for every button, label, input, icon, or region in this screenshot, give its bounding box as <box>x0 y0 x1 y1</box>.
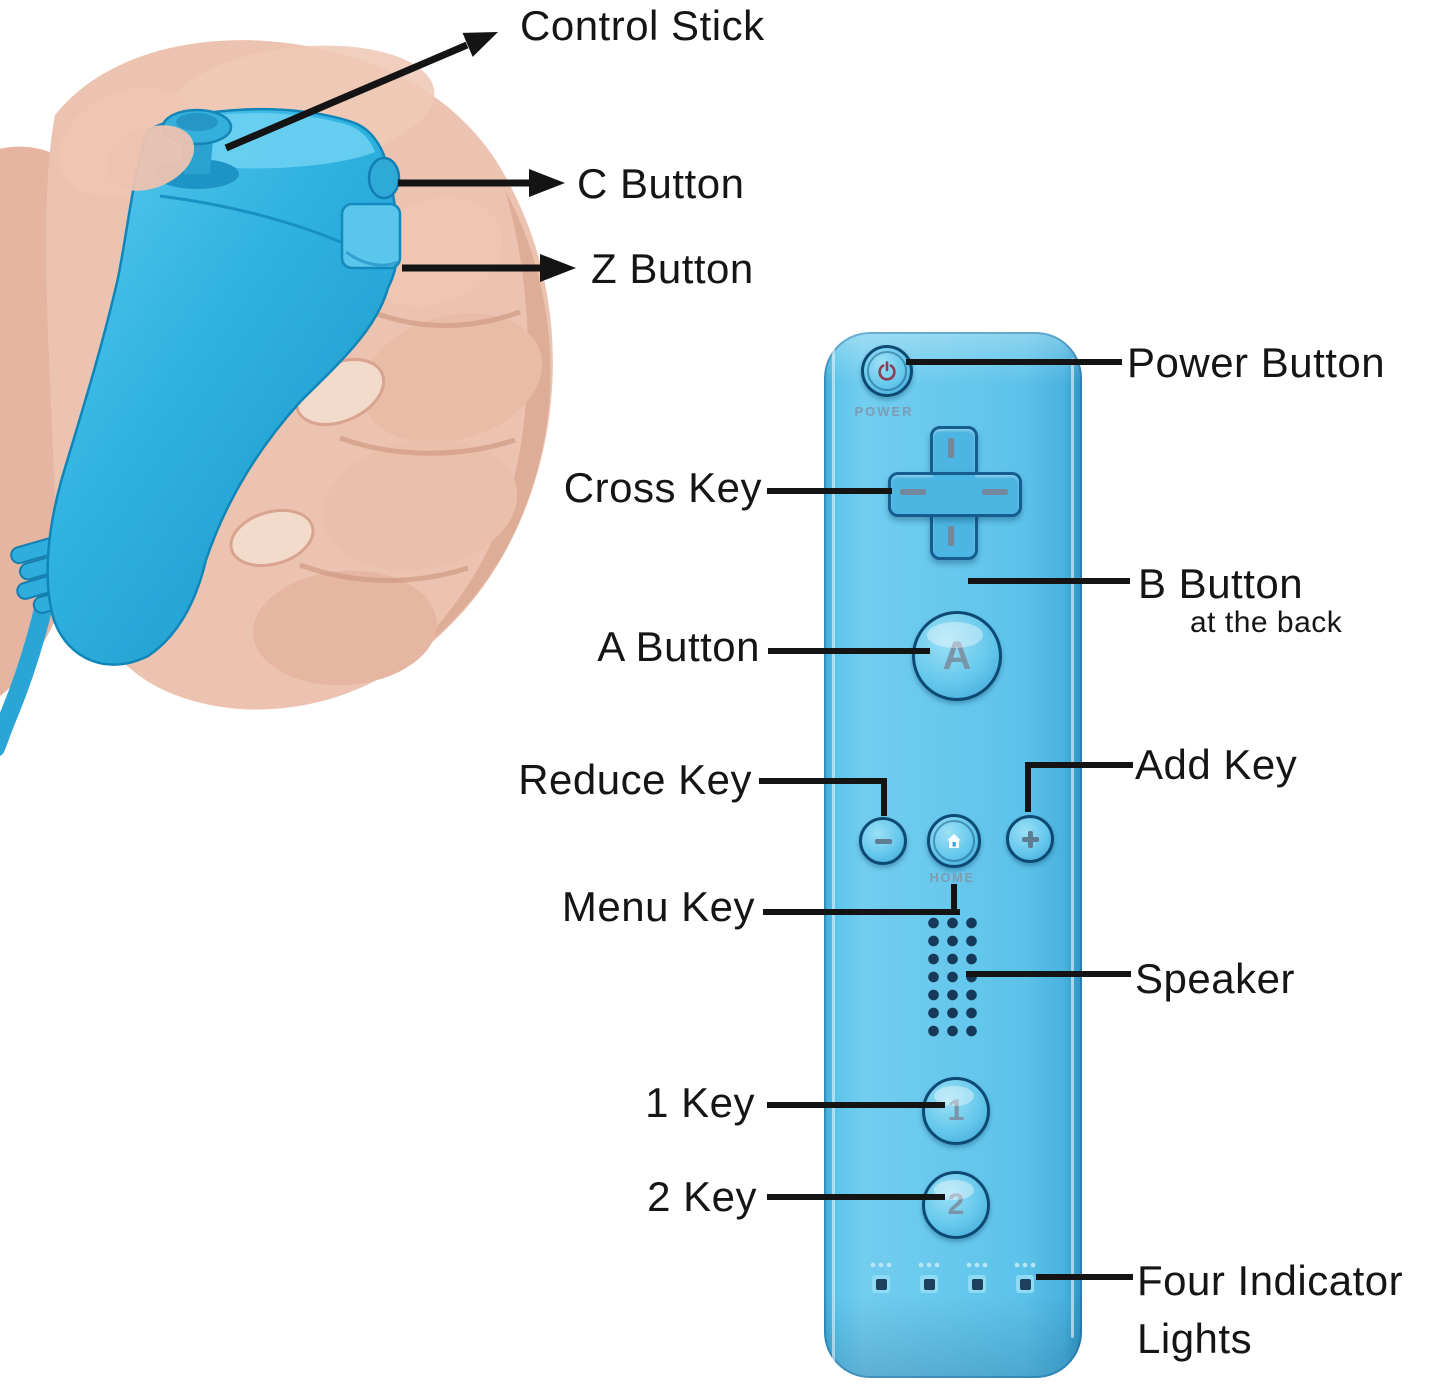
two-button-label: 2 <box>947 1188 965 1221</box>
line-b <box>968 578 1130 584</box>
z-button <box>340 202 402 270</box>
a-button-label: A <box>942 633 972 678</box>
line-indicator <box>1036 1274 1133 1280</box>
label-z-button: Z Button <box>591 245 754 292</box>
label-add-key: Add Key <box>1135 741 1298 788</box>
line-add-v <box>1025 762 1031 812</box>
indicator-light-1 <box>872 1275 890 1293</box>
arrowhead-c-button <box>529 169 565 197</box>
line-reduce-v <box>881 778 887 816</box>
line-menu-v <box>951 884 957 915</box>
label-two-key: 2 Key <box>647 1173 757 1220</box>
label-cross-key: Cross Key <box>563 464 762 511</box>
label-power-button: Power Button <box>1127 339 1386 386</box>
a-button: A <box>912 611 1002 701</box>
arrowhead-z-button <box>540 254 576 282</box>
label-one-key: 1 Key <box>645 1079 755 1126</box>
arrowhead-control-stick <box>462 32 498 57</box>
one-button-label: 1 <box>947 1094 965 1127</box>
finger <box>361 313 543 443</box>
minus-button <box>859 817 907 865</box>
nunchuk-photo <box>0 32 576 757</box>
label-indicators-2: Lights <box>1137 1315 1253 1362</box>
label-indicators-1: Four Indicator <box>1137 1257 1404 1304</box>
label-speaker: Speaker <box>1135 955 1295 1002</box>
plus-icon <box>1021 830 1039 848</box>
power-button <box>861 345 913 397</box>
line-a <box>768 648 930 654</box>
label-reduce-key: Reduce Key <box>518 756 752 803</box>
indicator-light-4 <box>1016 1275 1034 1293</box>
finger <box>322 439 518 571</box>
plus-button <box>1006 815 1054 863</box>
label-b-button: B Button <box>1138 560 1304 607</box>
home-caption: HOME <box>929 870 975 885</box>
power-caption: POWER <box>854 404 914 419</box>
minus-icon <box>874 838 892 844</box>
line-speaker <box>966 971 1131 977</box>
indicator-light-2 <box>920 1275 938 1293</box>
power-icon <box>878 361 896 381</box>
line-two <box>767 1194 945 1200</box>
line-menu-h <box>763 909 960 915</box>
line-power <box>906 359 1122 365</box>
label-control-stick: Control Stick <box>520 2 765 49</box>
home-icon <box>947 834 961 848</box>
fingernail <box>229 508 315 568</box>
line-one <box>767 1102 945 1108</box>
label-c-button: C Button <box>577 160 745 207</box>
finger <box>253 570 437 686</box>
callout-arrows <box>224 32 576 282</box>
label-menu-key: Menu Key <box>561 883 755 930</box>
one-button: 1 <box>922 1077 990 1145</box>
label-b-button-note: at the back <box>1190 606 1343 639</box>
indicator-light-3 <box>968 1275 986 1293</box>
line-add-h <box>1025 762 1133 768</box>
line-cross <box>767 488 892 494</box>
line-reduce-h <box>759 778 887 784</box>
label-a-button: A Button <box>597 623 760 670</box>
two-button: 2 <box>922 1171 990 1239</box>
c-button <box>367 156 401 200</box>
home-button <box>927 814 981 868</box>
speaker-grid <box>924 914 981 1040</box>
